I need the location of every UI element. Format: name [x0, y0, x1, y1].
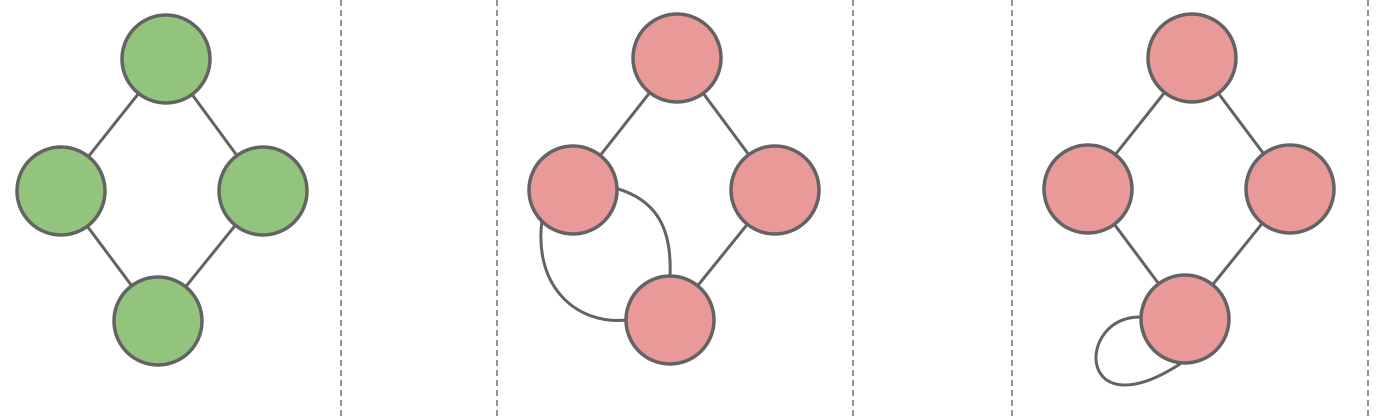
edge-left-bottom-arc-1	[614, 186, 672, 277]
node-bottom	[112, 275, 204, 367]
node-left	[527, 144, 619, 236]
dividers	[340, 0, 1369, 420]
self-loop-bottom	[1094, 315, 1184, 387]
panel-multi-edge-graph	[527, 12, 821, 366]
graph-panels	[15, 12, 1336, 387]
panel-simple-graph	[15, 13, 309, 367]
node-right	[217, 145, 309, 237]
node-bottom	[1139, 273, 1231, 365]
node-left	[1042, 143, 1134, 235]
node-bottom	[624, 274, 716, 366]
node-top	[1146, 12, 1238, 104]
node-right	[1244, 143, 1336, 235]
node-right	[729, 144, 821, 236]
node-left	[15, 145, 107, 237]
panel-self-loop-graph	[1042, 12, 1336, 387]
edge-left-bottom-arc-2	[539, 219, 627, 322]
node-top	[631, 12, 723, 104]
node-top	[120, 13, 212, 105]
